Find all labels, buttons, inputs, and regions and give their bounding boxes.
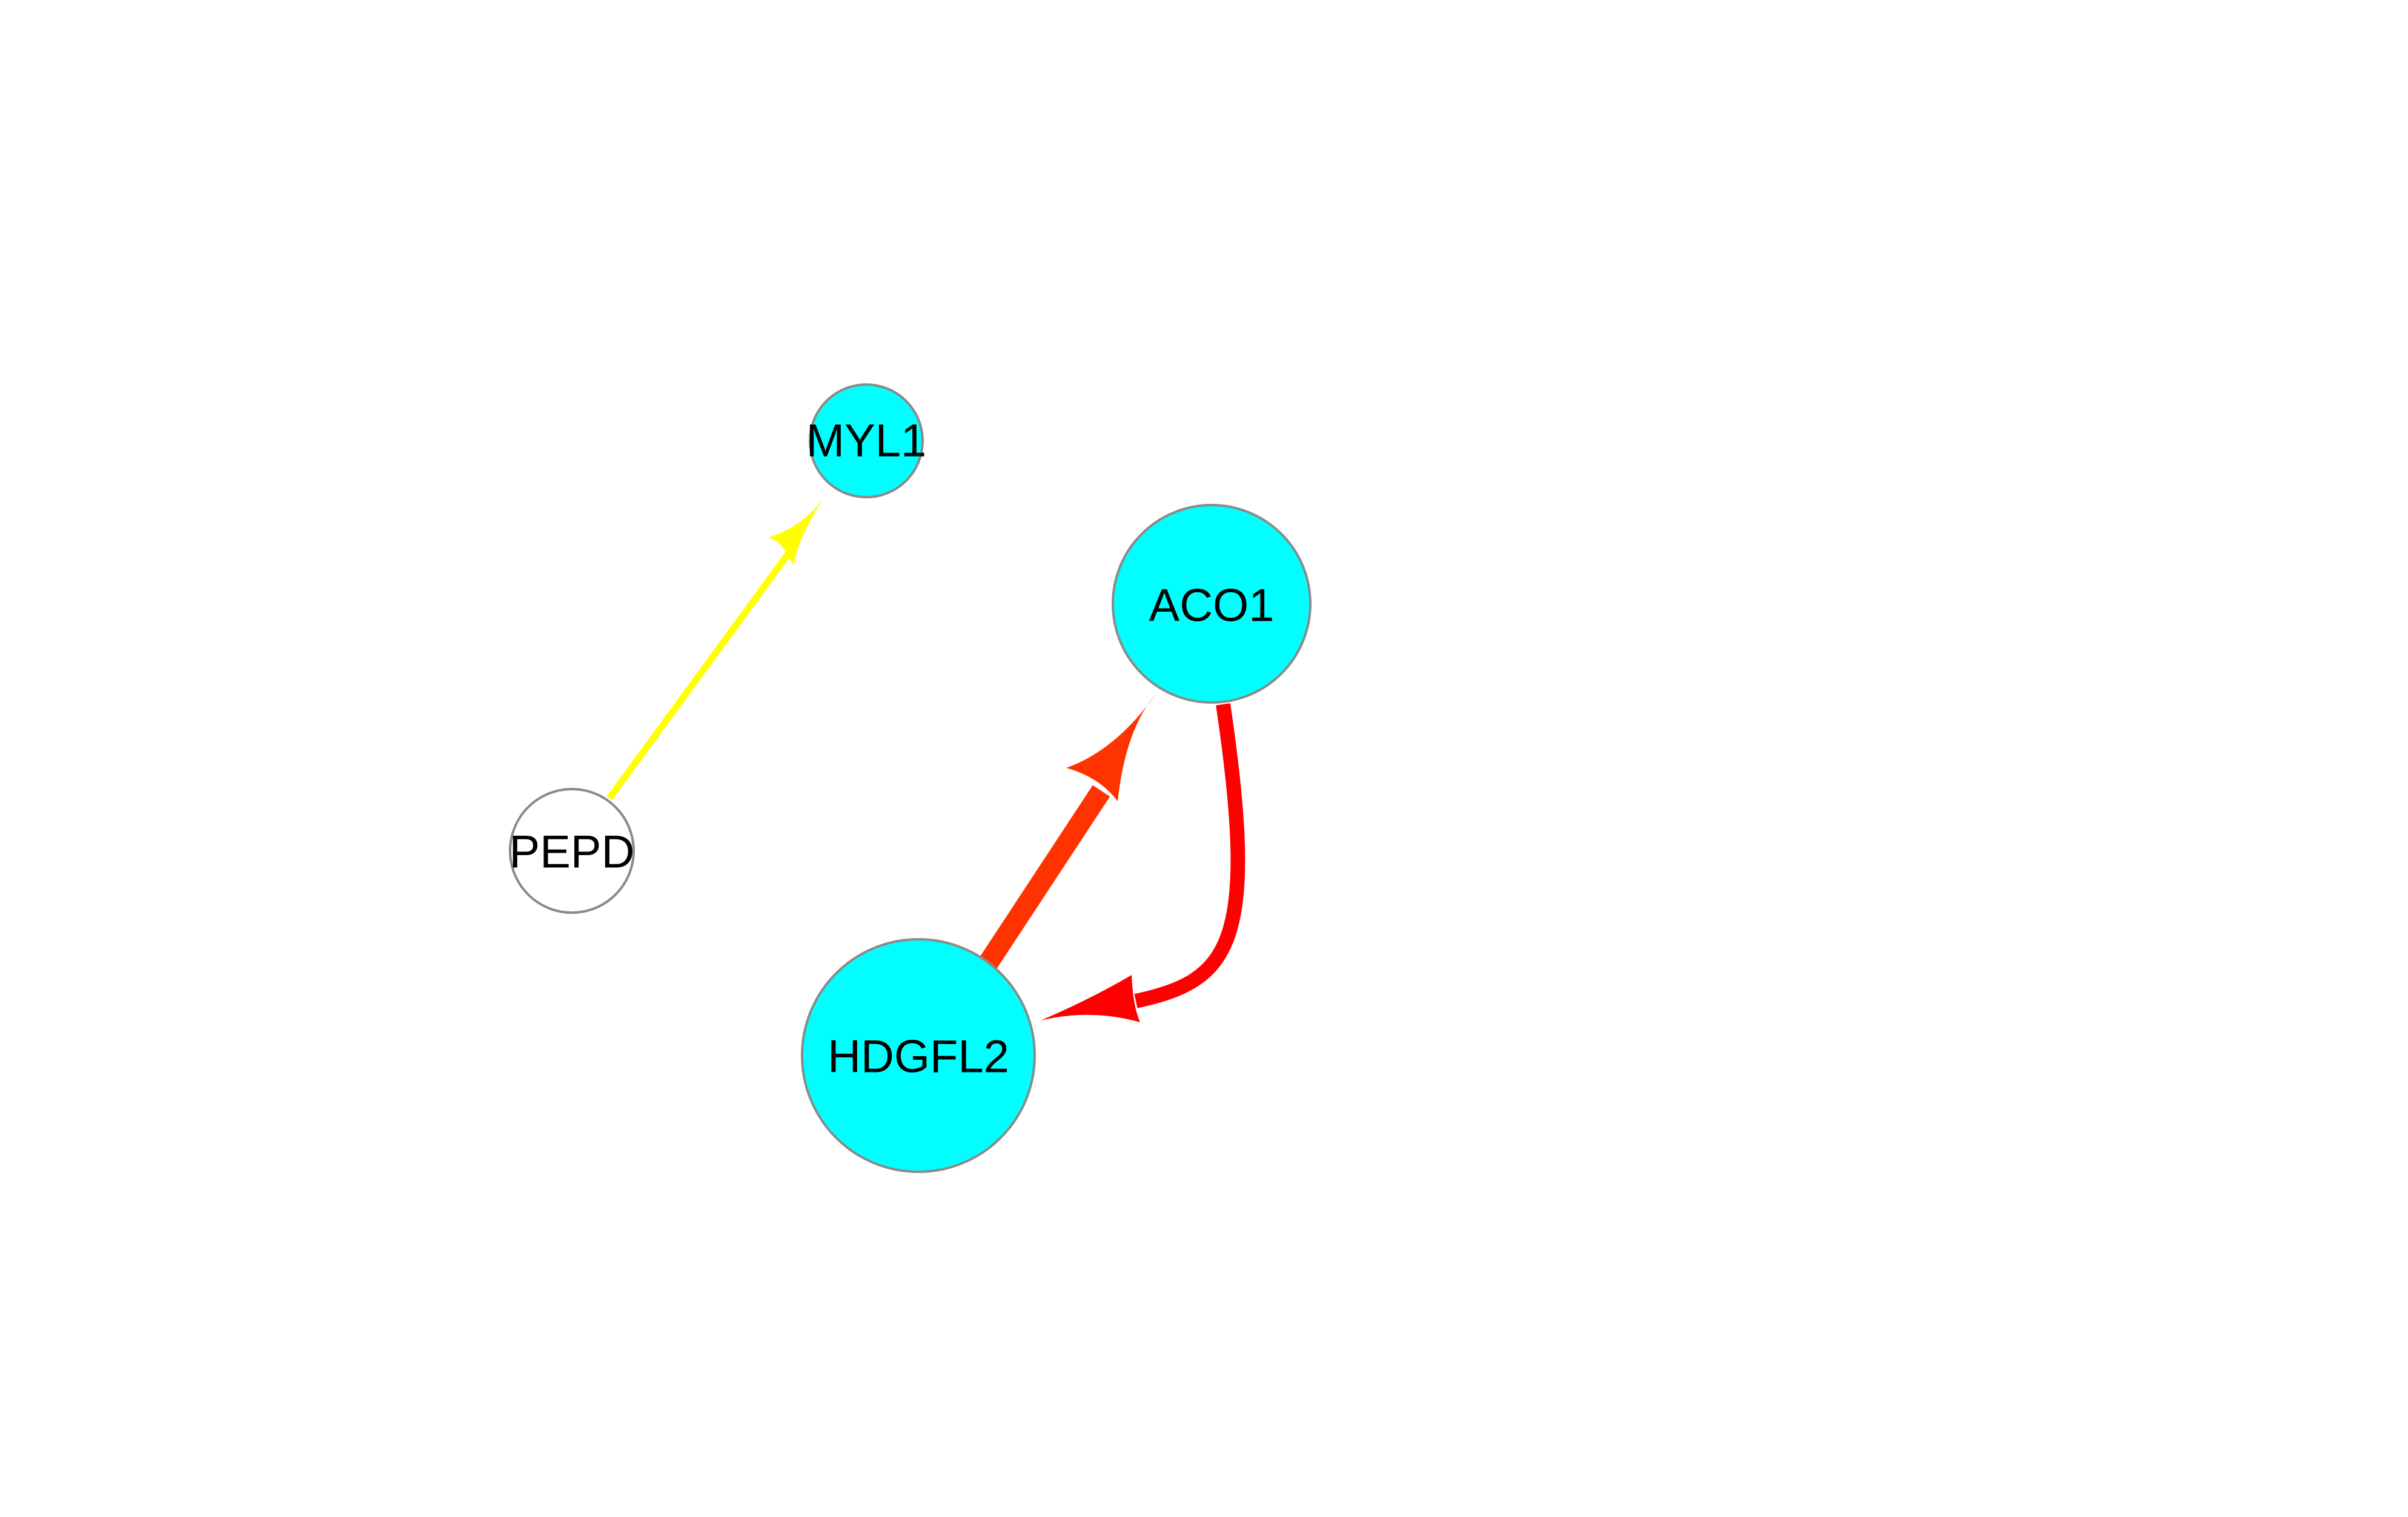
node-circle bbox=[810, 385, 923, 497]
arrowhead-icon bbox=[1066, 696, 1155, 801]
edge-aco1-hdgfl2 bbox=[1041, 703, 1245, 1022]
node-pepd[interactable]: PEPD bbox=[509, 788, 635, 914]
node-outline bbox=[809, 383, 924, 498]
arrowhead-icon bbox=[768, 498, 824, 566]
node-aco1[interactable]: ACO1 bbox=[1112, 504, 1312, 704]
node-hdgfl2[interactable]: HDGFL2 bbox=[801, 938, 1036, 1173]
node-circle bbox=[1113, 505, 1310, 702]
node-label: PEPD bbox=[509, 827, 635, 878]
node-label: HDGFL2 bbox=[828, 1031, 1009, 1083]
node-circle bbox=[510, 789, 634, 913]
node-label: MYL1 bbox=[806, 415, 927, 467]
edge-pepd-myl1 bbox=[606, 498, 824, 801]
node-myl1[interactable]: MYL1 bbox=[806, 383, 927, 498]
edge-hdgfl2-aco1 bbox=[977, 696, 1155, 972]
node-circle bbox=[802, 939, 1035, 1172]
edge-line bbox=[1134, 703, 1245, 1008]
node-outline bbox=[1112, 504, 1312, 704]
edge-line bbox=[606, 546, 795, 801]
node-label: ACO1 bbox=[1149, 580, 1275, 632]
arrowhead-icon bbox=[1041, 975, 1140, 1022]
node-outline bbox=[509, 788, 635, 914]
node-outline bbox=[801, 938, 1036, 1173]
edge-line bbox=[977, 785, 1110, 972]
